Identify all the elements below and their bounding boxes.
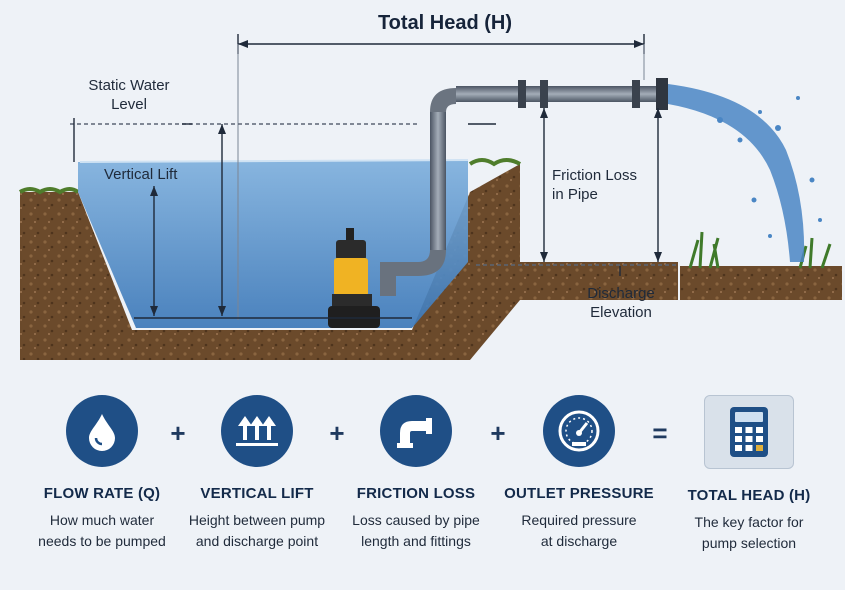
- factor-title: FLOW RATE (Q): [43, 485, 161, 502]
- factor-outlet-pressure: OUTLET PRESSURE Required pressure at dis…: [494, 390, 664, 552]
- factor-flow-rate: FLOW RATE (Q) How much water needs to be…: [17, 390, 187, 552]
- water-tank: [78, 160, 468, 328]
- factor-title: VERTICAL LIFT: [200, 485, 314, 502]
- friction-loss-line1: Friction Loss: [552, 167, 638, 184]
- water-spray: [668, 84, 822, 262]
- factor-desc-line1: Required pressure: [521, 512, 637, 528]
- dimension-lines: [70, 34, 676, 320]
- static-water-level-line2: Level: [111, 96, 147, 113]
- water-drop-icon: [66, 395, 138, 467]
- factor-title: FRICTION LOSS: [356, 485, 476, 502]
- equals-operator: =: [652, 418, 668, 448]
- pressure-gauge-icon: [543, 395, 615, 467]
- calculator-icon: [704, 395, 794, 469]
- pipe-elbow-top: [430, 88, 456, 112]
- factor-title: OUTLET PRESSURE: [504, 485, 654, 502]
- pipe-elbow-icon: [380, 395, 452, 467]
- friction-loss-line2: in Pipe: [552, 186, 598, 203]
- factor-desc: How much water needs to be pumped: [17, 510, 187, 552]
- factor-desc-line2: length and fittings: [361, 533, 471, 549]
- factor-desc: Required pressure at discharge: [494, 510, 664, 552]
- factor-desc: The key factor for pump selection: [664, 512, 834, 554]
- pipe-lower: [380, 250, 446, 296]
- submersible-pump: [328, 228, 380, 328]
- factor-desc-line2: needs to be pumped: [38, 533, 166, 549]
- plus-operator: +: [170, 418, 186, 448]
- static-water-level-label: Static Water Level: [64, 76, 194, 114]
- discharge-elevation-label: Discharge Elevation: [566, 284, 676, 322]
- factor-friction-loss: FRICTION LOSS Loss caused by pipe length…: [331, 390, 501, 552]
- factor-vertical-lift: VERTICAL LIFT Height between pump and di…: [172, 390, 342, 552]
- factor-desc-line1: The key factor for: [694, 514, 804, 530]
- plus-operator: +: [490, 418, 506, 448]
- factor-desc-line1: Loss caused by pipe: [352, 512, 480, 528]
- factor-total-head: TOTAL HEAD (H) The key factor for pump s…: [664, 390, 834, 554]
- discharge-elevation-line2: Elevation: [590, 304, 652, 321]
- plus-operator: +: [329, 418, 345, 448]
- pump-head-diagram: [18, 34, 842, 360]
- pipe-horizontal: [456, 86, 666, 102]
- factor-desc-line2: and discharge point: [195, 533, 319, 549]
- pipe-riser: [430, 112, 446, 250]
- factor-desc: Height between pump and discharge point: [172, 510, 342, 552]
- discharge-elevation-line1: Discharge: [587, 285, 655, 302]
- arrow-heads: [150, 40, 662, 316]
- factor-title: TOTAL HEAD (H): [687, 487, 811, 504]
- up-arrows-icon: [221, 395, 293, 467]
- ground-soil: [18, 158, 842, 360]
- factor-desc-line1: How much water: [49, 512, 155, 528]
- factors-row: FLOW RATE (Q) How much water needs to be…: [0, 390, 845, 590]
- total-head-title: Total Head (H): [377, 12, 513, 34]
- vertical-lift-label: Vertical Lift: [104, 166, 178, 183]
- static-water-level-line1: Static Water: [88, 77, 170, 94]
- factor-desc: Loss caused by pipe length and fittings: [331, 510, 501, 552]
- factor-desc-line2: at discharge: [540, 533, 618, 549]
- grass-icon: [688, 231, 832, 269]
- friction-loss-label: Friction Loss in Pipe: [552, 166, 662, 204]
- factor-desc-line2: pump selection: [701, 535, 797, 551]
- factor-desc-line1: Height between pump: [188, 512, 326, 528]
